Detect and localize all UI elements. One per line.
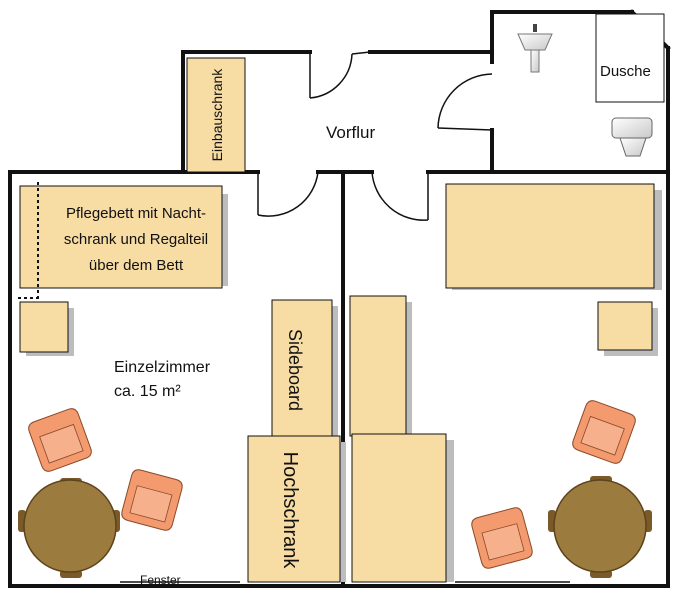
- round-table-left: [18, 478, 120, 578]
- hochschrank: Hochschrank: [247, 435, 346, 583]
- window-label: Fenster: [140, 573, 181, 587]
- care-bed: Pflegebett mit Nacht- schrank und Regalt…: [18, 182, 228, 302]
- dusche-label: Dusche: [600, 63, 651, 80]
- shower: Dusche: [595, 13, 665, 103]
- left-room-door: [257, 171, 319, 217]
- room-label-line1: Einzelzimmer: [114, 359, 211, 376]
- bathroom-door: [437, 73, 493, 131]
- doors: [257, 51, 493, 221]
- hochschrank-right: [351, 433, 454, 583]
- care-bed-label-line2: schrank und Regalteil: [64, 231, 208, 248]
- sideboard-label: Sideboard: [285, 329, 305, 411]
- vorflur-label: Vorflur: [326, 123, 375, 142]
- armchair-right-1: [572, 400, 636, 464]
- sideboard: Sideboard: [271, 299, 338, 442]
- entry-door: [309, 51, 371, 99]
- armchair-left-1: [28, 408, 92, 472]
- bed-right: [445, 183, 662, 290]
- right-room-door: [371, 171, 429, 221]
- sink-icon: [517, 24, 553, 73]
- care-bed-label-line1: Pflegebett mit Nacht-: [66, 205, 206, 222]
- hochschrank-label: Hochschrank: [279, 452, 301, 570]
- toilet-icon: [611, 117, 653, 157]
- nightstand-left: [19, 301, 74, 356]
- care-bed-label-line3: über dem Bett: [89, 257, 184, 274]
- room-label-line2: ca. 15 m²: [114, 383, 181, 400]
- einbauschrank-label: Einbauschrank: [209, 68, 225, 162]
- einbauschrank: Einbauschrank: [186, 57, 246, 173]
- sideboard-right: [349, 295, 412, 438]
- armchair-right-2: [471, 507, 533, 569]
- armchair-left-2: [121, 469, 183, 531]
- round-table-right: [548, 476, 652, 578]
- nightstand-right: [597, 301, 658, 356]
